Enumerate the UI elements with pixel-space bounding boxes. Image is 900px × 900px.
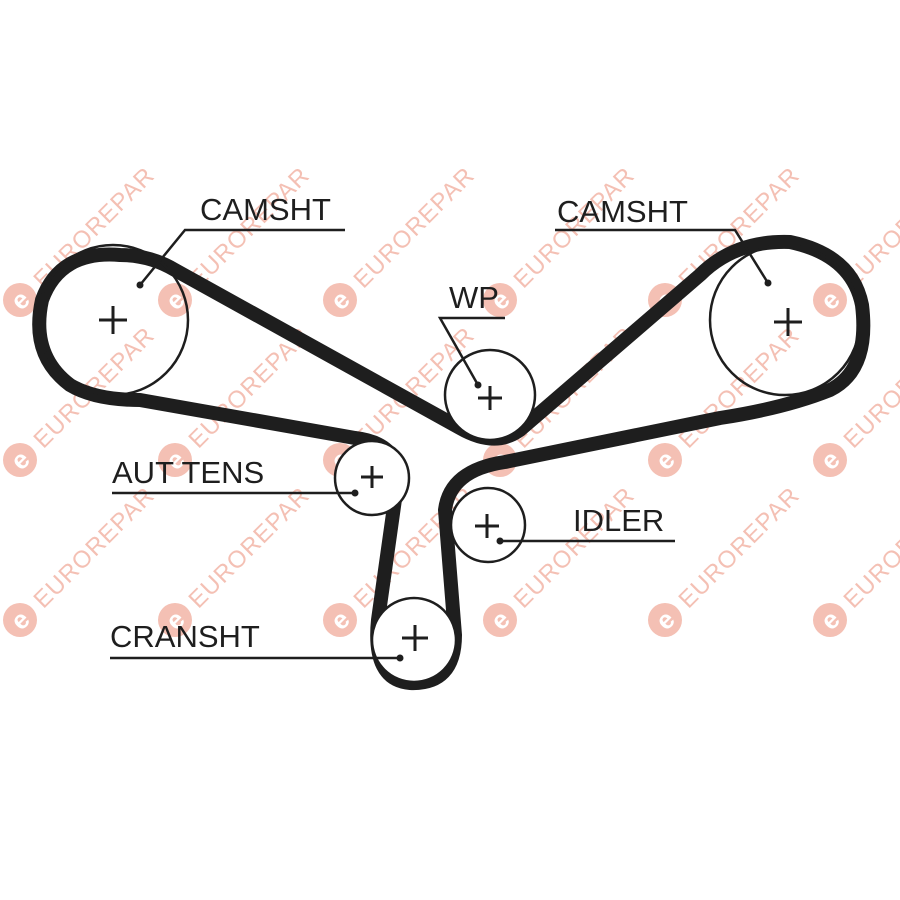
camshaft-right-leader-dot [764,279,772,287]
camshaft-right-leader [555,228,770,284]
camshaft-right-label: CAMSHT [557,194,688,229]
water-pump-leader-dot [474,381,482,389]
eurorepar-logo-icon [483,603,517,637]
eurorepar-watermark-text: EUROREPAR [508,482,640,614]
eurorepar-watermark-text: EUROREPAR [673,482,805,614]
eurorepar-watermark-text: EUROREPAR [838,482,900,614]
water-pump-center-mark [478,386,502,410]
eurorepar-watermark-text: EUROREPAR [348,162,480,294]
eurorepar-logo-icon [813,443,847,477]
idler-leader-dot [496,537,504,545]
camshaft-right-center-mark [774,308,802,336]
auto-tensioner-label: AUT TENS [112,455,264,490]
water-pump-label: WP [449,280,499,315]
idler-center-mark [475,514,499,538]
camshaft-left-leader [139,228,345,286]
camshaft-left-center-mark [99,306,127,334]
camshaft-right-pulley [708,243,862,397]
crankshaft-label: CRANSHT [110,619,260,654]
eurorepar-logo-icon [2,603,37,637]
idler-label: IDLER [573,503,664,538]
timing-belt [32,234,871,691]
eurorepar-logo-icon [648,603,682,637]
camshaft-left-label: CAMSHT [200,192,331,227]
eurorepar-watermark-text: EUROREPAR [183,482,315,614]
crankshaft-leader-dot [396,654,404,662]
camshaft-left-leader-dot [136,281,144,289]
camshaft-left-pulley [36,243,190,397]
water-pump-leader [437,316,505,386]
auto-tensioner-leader-dot [351,489,359,497]
eurorepar-watermark-text: EUROREPAR [183,162,315,294]
crankshaft-center-mark [402,625,428,651]
eurorepar-logo-icon [813,603,847,637]
eurorepar-logo-icon [158,443,192,477]
eurorepar-logo-icon [813,283,847,317]
eurorepar-logo-icon [648,443,682,477]
eurorepar-logo-icon [158,603,192,637]
auto-tensioner-center-mark [361,466,383,488]
eurorepar-logo-icon [323,283,357,317]
eurorepar-watermark-text: EUROREPAR [28,482,160,614]
eurorepar-logo-icon [323,603,357,637]
eurorepar-logo-icon [2,283,37,317]
eurorepar-logo-icon [483,283,517,317]
eurorepar-logo-icon [2,443,37,477]
